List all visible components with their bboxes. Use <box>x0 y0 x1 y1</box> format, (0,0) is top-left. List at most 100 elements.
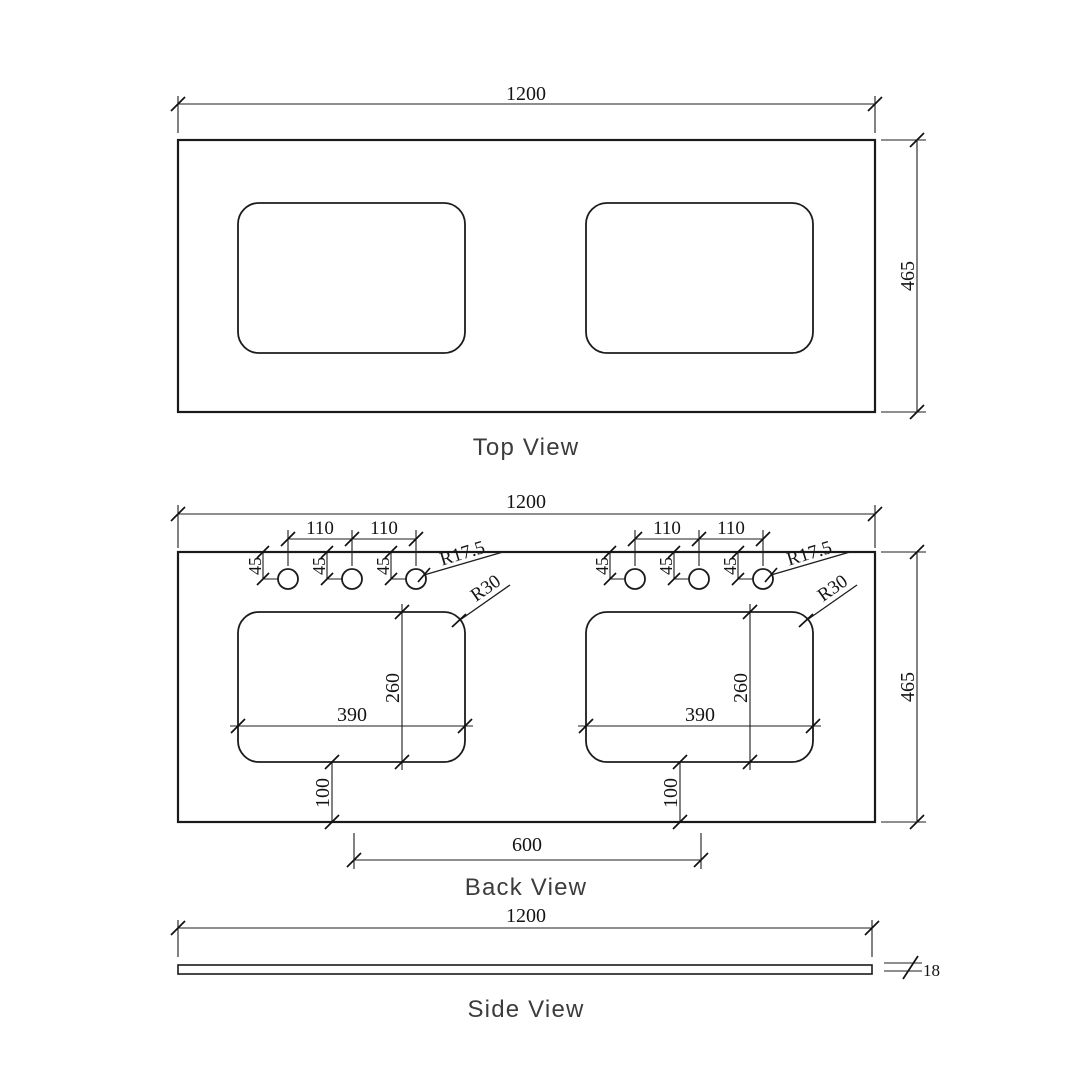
dim-extension-lines <box>177 920 873 957</box>
dim-ticks <box>667 545 681 586</box>
top-view-dim-overall-width: 1200 <box>170 83 883 133</box>
leader-tick <box>417 567 431 583</box>
cutout-bottom-offset-dim-right: 100 <box>660 754 688 830</box>
dim-ticks <box>230 718 473 734</box>
leader-line <box>423 551 504 576</box>
cutout-depth-dim-left: 260 <box>382 604 410 770</box>
faucet-hole <box>277 568 299 590</box>
cutout-depth-dim-right: 260 <box>730 604 758 770</box>
dim-text-overall-width: 1200 <box>506 491 546 513</box>
dim-ticks <box>394 604 410 770</box>
dim-line <box>390 552 406 580</box>
dim-ticks <box>170 96 883 112</box>
dim-ticks <box>170 920 880 936</box>
dim-text-hole-offset: 45 <box>720 557 740 575</box>
hole-offset-dim: 45 <box>656 545 689 586</box>
basin-spacing-dim: 600 <box>346 833 709 869</box>
dim-text-bottom-offset: 100 <box>312 778 334 808</box>
leader-tick <box>451 613 467 628</box>
dim-ticks <box>603 545 617 586</box>
hole-offset-dim: 45 <box>592 545 625 586</box>
dim-ticks <box>909 132 925 420</box>
dim-text-hole-offset: 45 <box>592 557 612 575</box>
hole-offset-dim: 45 <box>373 545 406 586</box>
dim-text-hole-offset: 45 <box>373 557 393 575</box>
dim-extension-lines <box>881 139 926 413</box>
back-view-title: Back View <box>465 874 587 901</box>
leader-line <box>806 584 858 621</box>
dim-ticks <box>320 545 334 586</box>
top-view: 1200 465 Top View <box>170 83 926 461</box>
dim-extension-lines <box>177 96 876 133</box>
dim-text-hole-offset: 45 <box>656 557 676 575</box>
hole-offset-dim: 45 <box>720 545 753 586</box>
dim-ticks <box>731 545 745 586</box>
leader-line <box>770 551 851 576</box>
dim-extension-lines <box>884 962 922 972</box>
top-view-dim-overall-depth: 465 <box>881 132 926 420</box>
dim-ticks <box>256 545 270 586</box>
dim-extension-lines <box>881 551 926 823</box>
leader-tick <box>764 567 778 583</box>
dim-extension-lines <box>634 530 764 566</box>
back-view-panel-outline <box>176 550 877 824</box>
dim-ticks <box>346 852 709 868</box>
side-view-dim-thickness: 18 <box>884 955 940 980</box>
dim-ticks <box>909 544 925 830</box>
dim-text-hole-radius: R17.5 <box>784 537 834 571</box>
leader-line <box>459 584 511 621</box>
dim-text-hole-radius: R17.5 <box>437 537 487 571</box>
dim-text-overall-width: 1200 <box>506 905 546 927</box>
dim-line <box>609 552 625 580</box>
side-view-panel-outline <box>177 964 873 975</box>
dim-text-cutout-depth: 260 <box>730 673 752 703</box>
side-view-title: Side View <box>467 996 584 1023</box>
corner-radius-callout-right: R30 <box>798 571 858 628</box>
dim-text-hole-offset: 45 <box>309 557 329 575</box>
dim-text-basin-spacing: 600 <box>512 834 542 856</box>
top-view-sink-cutout-left <box>237 202 466 354</box>
dim-text-overall-depth: 465 <box>897 261 919 291</box>
top-view-sink-cutout-right <box>585 202 814 354</box>
side-view: 1200 18 Side View <box>170 905 940 1023</box>
dim-text-cutout-width: 390 <box>685 704 715 726</box>
dim-ticks <box>170 506 883 522</box>
corner-radius-callout-left: R30 <box>451 571 511 628</box>
back-view-dim-overall-width: 1200 <box>170 491 883 548</box>
faucet-hole <box>688 568 710 590</box>
dim-text-overall-width: 1200 <box>506 83 546 105</box>
back-view-dim-overall-depth: 465 <box>881 544 926 830</box>
dim-ticks <box>742 604 758 770</box>
back-view-sink-cutout-left <box>237 611 466 763</box>
dim-line <box>673 552 689 580</box>
dim-extension-lines <box>353 833 702 869</box>
back-view: 1200 465 110 110 110 110 <box>170 491 926 901</box>
dim-ticks <box>280 531 424 547</box>
dim-extension-lines <box>287 530 417 566</box>
cutout-bottom-offset-dim-left: 100 <box>312 754 340 830</box>
faucet-hole <box>624 568 646 590</box>
dim-ticks <box>578 718 821 734</box>
dim-text-overall-depth: 465 <box>897 672 919 702</box>
dim-line <box>262 552 278 580</box>
faucet-hole <box>405 568 427 590</box>
dim-ticks <box>672 754 688 830</box>
dim-text-bottom-offset: 100 <box>660 778 682 808</box>
dim-line <box>326 552 342 580</box>
dim-ticks <box>324 754 340 830</box>
faucet-hole <box>752 568 774 590</box>
hole-offset-dim: 45 <box>309 545 342 586</box>
faucet-hole <box>341 568 363 590</box>
dim-tick <box>902 955 919 980</box>
dim-extension-lines <box>177 505 876 548</box>
back-view-sink-cutout-right <box>585 611 814 763</box>
hole-offset-dim: 45 <box>245 545 278 586</box>
hole-spacing-dims-left: 110 110 <box>280 518 424 566</box>
dim-text-thickness: 18 <box>923 961 940 980</box>
dim-text-hole-spacing: 110 <box>717 518 745 539</box>
dim-text-cutout-width: 390 <box>337 704 367 726</box>
leader-tick <box>798 613 814 628</box>
dim-ticks <box>384 545 398 586</box>
